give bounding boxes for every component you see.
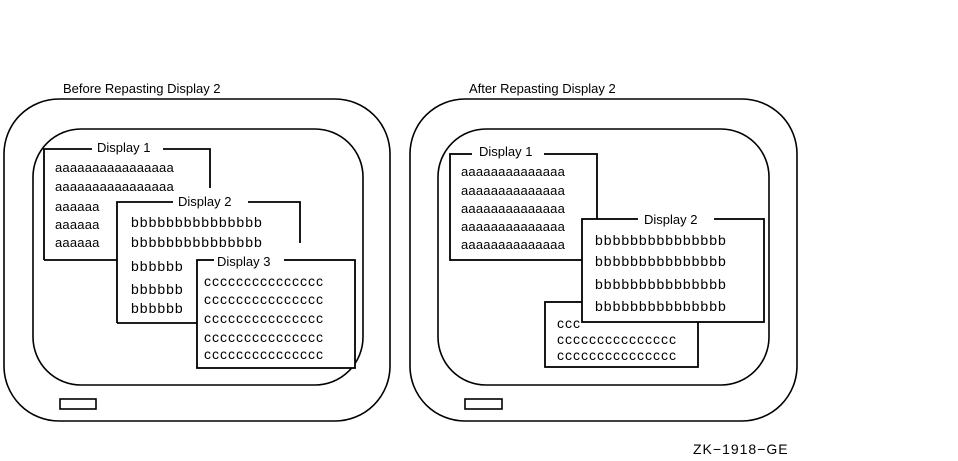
before-display-3-row: ccccccccccccccc bbox=[204, 310, 324, 326]
before-display-3-row: ccccccccccccccc bbox=[204, 346, 324, 362]
after-panel: After Repasting Display 2 ccc cccccccccc… bbox=[409, 81, 798, 422]
after-display-3-row: ccccccccccccccc bbox=[557, 331, 677, 347]
before-display-1-row: aaaaaa bbox=[55, 217, 100, 232]
before-display-1-label: Display 1 bbox=[97, 140, 150, 155]
after-monitor-button bbox=[464, 398, 503, 410]
after-display-3-row: ccccccccccccccc bbox=[557, 347, 677, 363]
before-display-3-box bbox=[196, 259, 356, 369]
before-display-3: Display 3 ccccccccccccccc cccccccccccccc… bbox=[196, 252, 356, 369]
before-display-2-row: bbbbbbbbbbbbbbb bbox=[131, 214, 263, 230]
before-display-2-row: bbbbbb bbox=[131, 258, 184, 274]
after-display-2-label: Display 2 bbox=[644, 212, 697, 227]
after-display-2: Display 2 bbbbbbbbbbbbbbb bbbbbbbbbbbbbb… bbox=[581, 211, 765, 323]
after-display-1-row: aaaaaaaaaaaaaa bbox=[461, 164, 566, 179]
before-panel: Before Repasting Display 2 Display 1 aaa… bbox=[3, 81, 391, 422]
before-title: Before Repasting Display 2 bbox=[63, 81, 221, 96]
after-display-1-row: aaaaaaaaaaaaaa bbox=[461, 237, 566, 252]
before-display-1: Display 1 aaaaaaaaaaaaaaaa aaaaaaaaaaaaa… bbox=[43, 140, 211, 261]
before-display-2-label: Display 2 bbox=[178, 194, 231, 209]
before-display-1-row: aaaaaaaaaaaaaaaa bbox=[55, 160, 174, 175]
before-monitor-screen bbox=[32, 128, 364, 386]
after-display-3-row: ccc bbox=[557, 315, 581, 331]
after-display-1-row: aaaaaaaaaaaaaa bbox=[461, 201, 566, 216]
after-display-1-row: aaaaaaaaaaaaaa bbox=[461, 183, 566, 198]
before-display-1-row: aaaaaa bbox=[55, 199, 100, 214]
before-display-2-row: bbbbbb bbox=[131, 281, 184, 297]
before-monitor-outer bbox=[3, 98, 391, 422]
after-monitor-screen bbox=[437, 128, 770, 386]
after-display-2-row: bbbbbbbbbbbbbbb bbox=[595, 276, 727, 292]
before-display-3-row: ccccccccccccccc bbox=[204, 329, 324, 345]
after-display-2-row: bbbbbbbbbbbbbbb bbox=[595, 253, 727, 269]
after-display-2-row: bbbbbbbbbbbbbbb bbox=[595, 232, 727, 248]
figure-code: ZK−1918−GE bbox=[693, 441, 789, 457]
after-display-1-row: aaaaaaaaaaaaaa bbox=[461, 219, 566, 234]
after-title: After Repasting Display 2 bbox=[469, 81, 616, 96]
before-monitor-button bbox=[59, 398, 97, 410]
after-display-2-box bbox=[581, 218, 765, 323]
after-display-2-row: bbbbbbbbbbbbbbb bbox=[595, 298, 727, 314]
before-display-3-row: ccccccccccccccc bbox=[204, 273, 324, 289]
after-display-1: Display 1 aaaaaaaaaaaaaa aaaaaaaaaaaaaa … bbox=[449, 144, 598, 261]
after-monitor-outer bbox=[409, 98, 798, 422]
before-display-2-row: bbbbbbbbbbbbbbb bbox=[131, 234, 263, 250]
before-display-1-row: aaaaaaaaaaaaaaaa bbox=[55, 179, 174, 194]
before-display-3-row: ccccccccccccccc bbox=[204, 291, 324, 307]
before-display-1-row: aaaaaa bbox=[55, 235, 100, 250]
before-display-3-label: Display 3 bbox=[217, 254, 270, 269]
before-display-2: Display 2 bbbbbbbbbbbbbbb bbbbbbbbbbbbbb… bbox=[116, 194, 301, 324]
before-display-2-row: bbbbbb bbox=[131, 300, 184, 316]
after-display-1-label: Display 1 bbox=[479, 144, 532, 159]
